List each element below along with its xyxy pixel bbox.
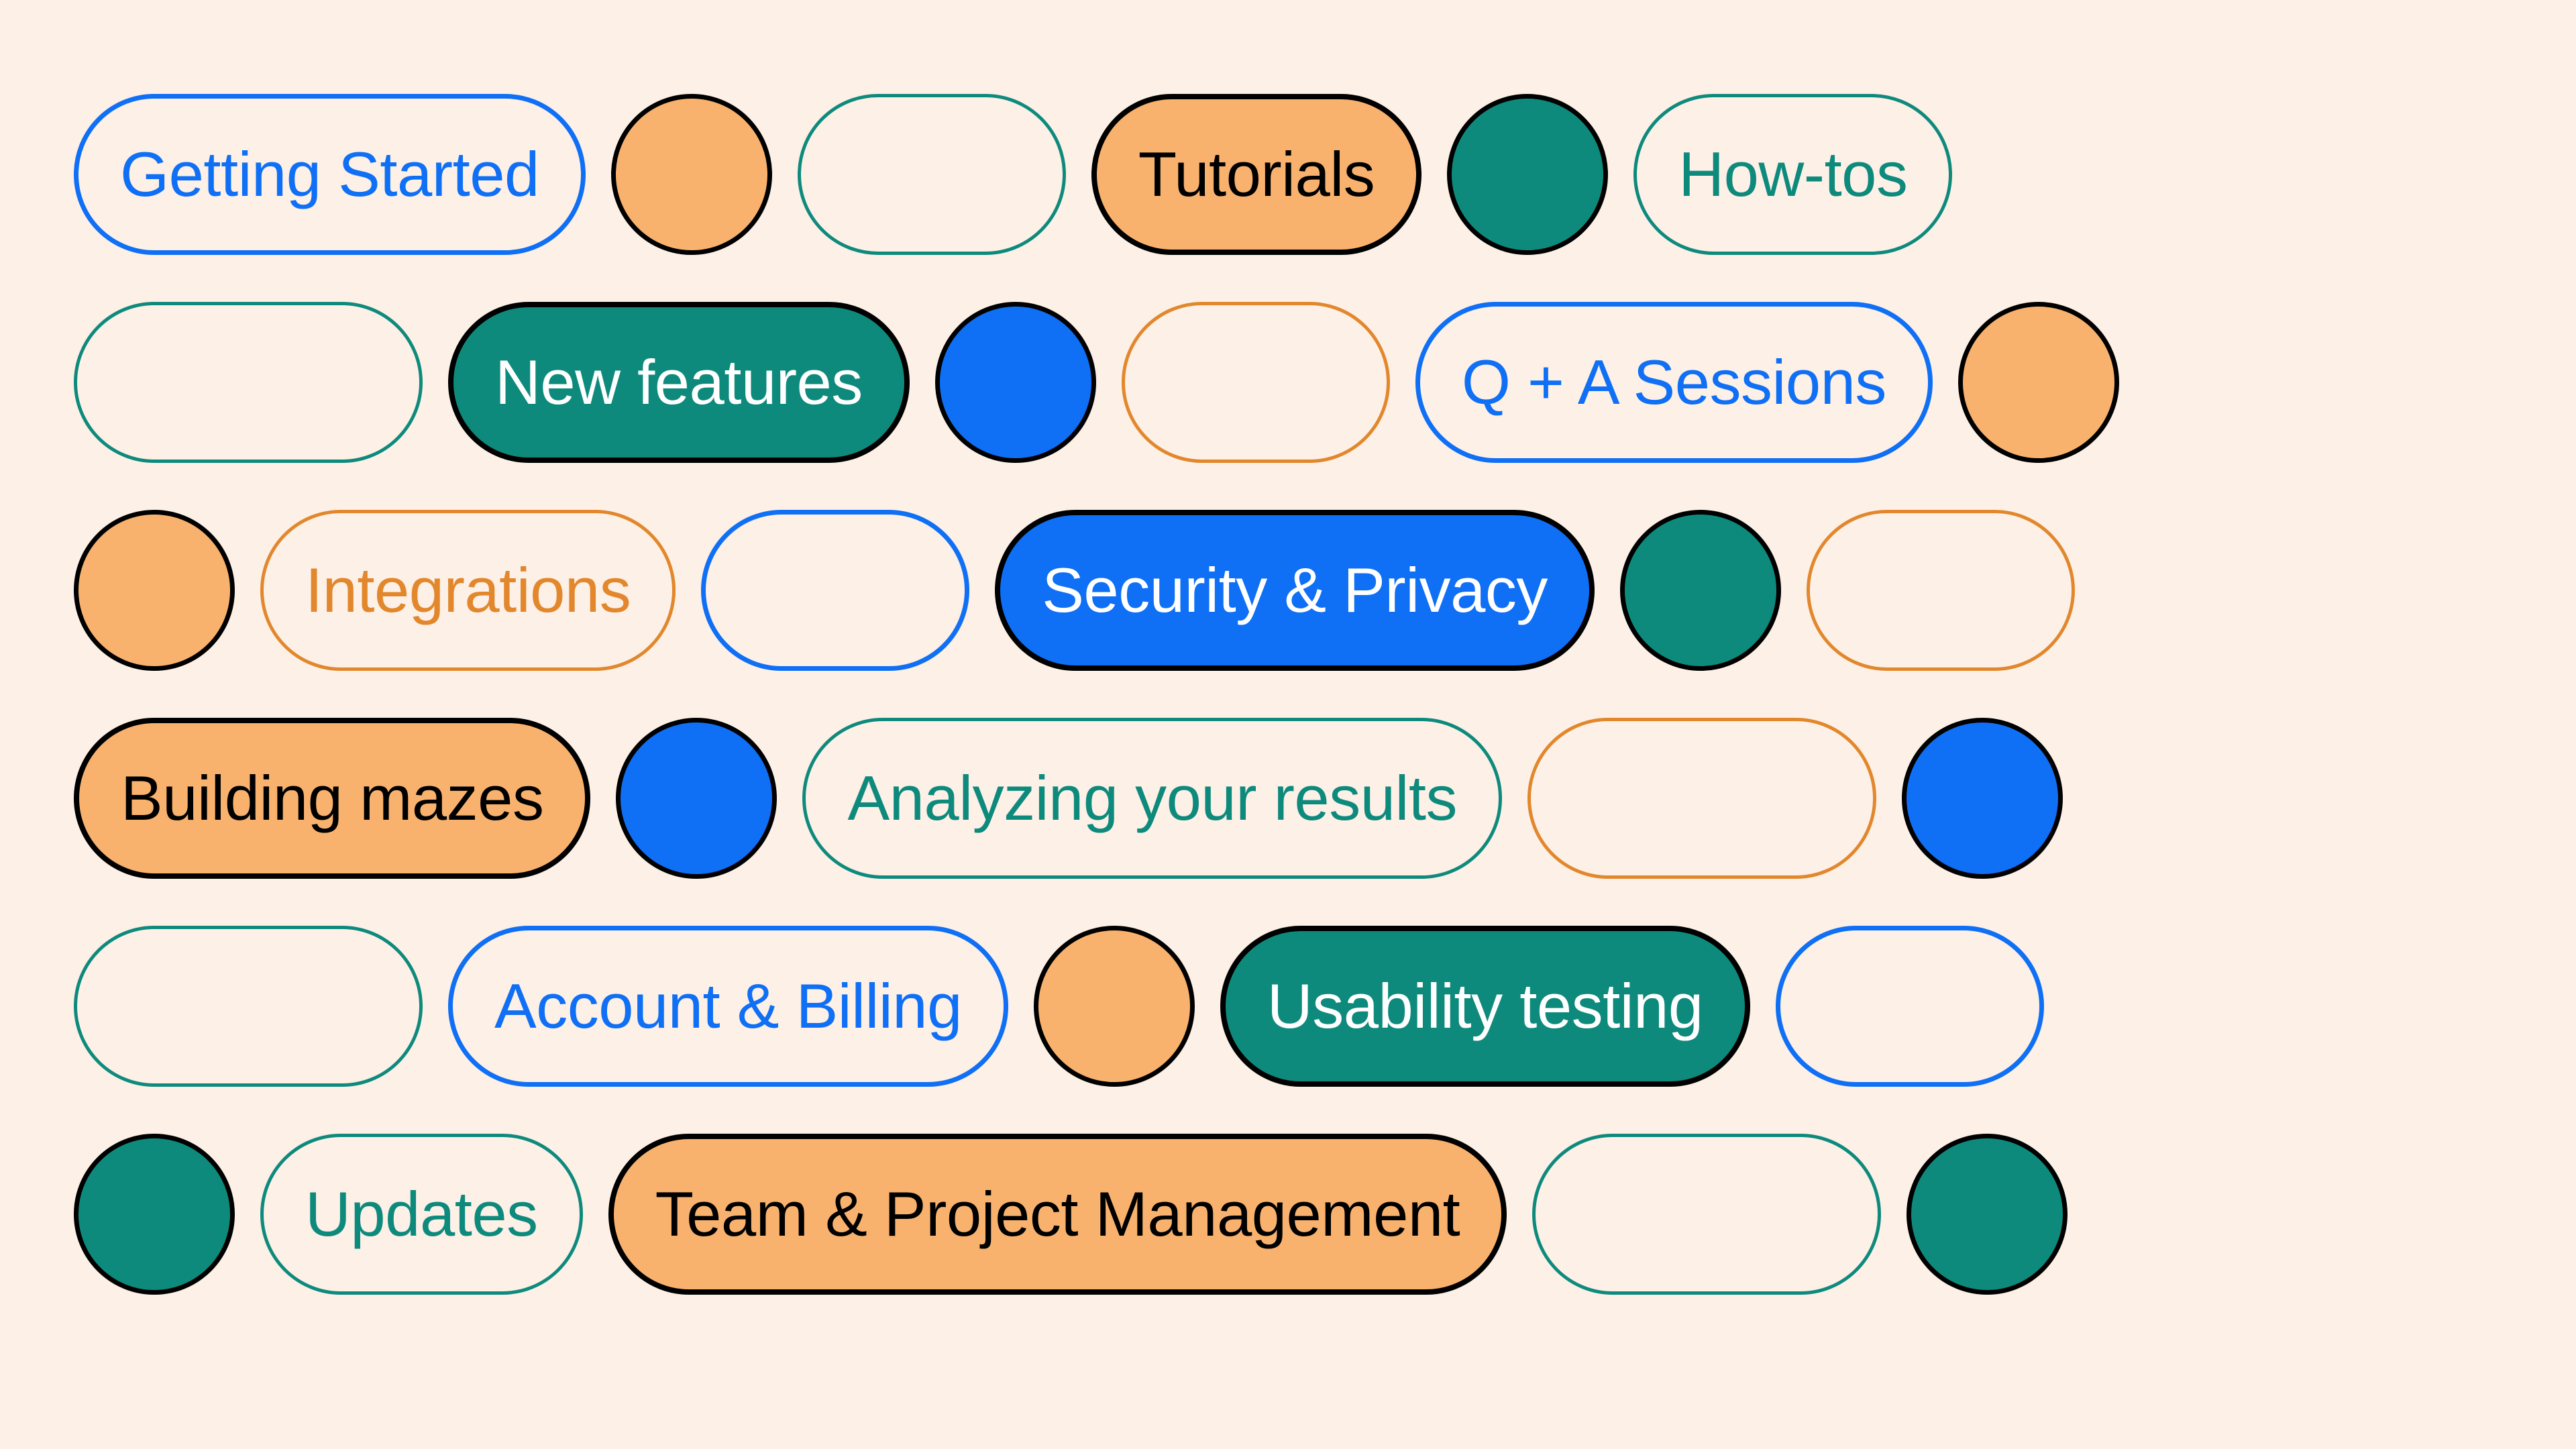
tag-label: How-tos	[1678, 139, 1908, 209]
blank-pill-outline-orange	[1806, 510, 2075, 671]
tag-label: New features	[495, 347, 863, 417]
tag-pill-how-tos[interactable]: How-tos	[1633, 94, 1953, 255]
blank-pill-outline-blue	[1775, 926, 2044, 1087]
blank-pill-outline-orange	[1121, 302, 1390, 463]
tag-label: Usability testing	[1267, 971, 1703, 1041]
tag-pill-updates[interactable]: Updates	[260, 1134, 583, 1295]
decorative-dot-blue	[616, 718, 777, 879]
tag-label: Tutorials	[1138, 139, 1375, 209]
decorative-dot-teal	[1619, 510, 1781, 671]
blank-pill-outline-blue	[701, 510, 970, 671]
blank-pill-outline-orange	[1527, 718, 1876, 879]
blank-pill-outline-teal	[74, 926, 423, 1087]
tag-pill-usability-testing[interactable]: Usability testing	[1220, 926, 1750, 1087]
tag-row-3: Integrations Security & Privacy	[74, 510, 2502, 671]
tag-row-2: New features Q + A Sessions	[74, 302, 2502, 463]
tag-pill-getting-started[interactable]: Getting Started	[74, 94, 586, 255]
tag-row-5: Account & Billing Usability testing	[74, 926, 2502, 1087]
tag-pill-q-plus-a-sessions[interactable]: Q + A Sessions	[1415, 302, 1933, 463]
blank-pill-outline-teal	[74, 302, 423, 463]
tag-label: Team & Project Management	[655, 1179, 1460, 1249]
decorative-dot-teal	[74, 1134, 235, 1295]
decorative-dot-teal	[1907, 1134, 2068, 1295]
tag-pill-account-and-billing[interactable]: Account & Billing	[448, 926, 1008, 1087]
blank-pill-outline-teal	[797, 94, 1066, 255]
tag-label: Security & Privacy	[1042, 555, 1548, 625]
tag-label: Getting Started	[120, 139, 539, 209]
tag-label: Account & Billing	[494, 971, 962, 1041]
decorative-dot-orange	[610, 94, 772, 255]
tag-row-6: Updates Team & Project Management	[74, 1134, 2502, 1295]
decorative-dot-blue	[934, 302, 1096, 463]
tag-pill-team-and-project-management[interactable]: Team & Project Management	[608, 1134, 1507, 1295]
tag-label: Integrations	[305, 555, 631, 625]
tag-label: Analyzing your results	[847, 763, 1457, 833]
blank-pill-outline-teal	[1532, 1134, 1882, 1295]
tag-row-4: Building mazes Analyzing your results	[74, 718, 2502, 879]
tag-pill-building-mazes[interactable]: Building mazes	[74, 718, 591, 879]
tag-pill-new-features[interactable]: New features	[448, 302, 910, 463]
decorative-dot-blue	[1901, 718, 2063, 879]
decorative-dot-teal	[1447, 94, 1609, 255]
tag-pill-integrations[interactable]: Integrations	[260, 510, 676, 671]
tag-pill-security-and-privacy[interactable]: Security & Privacy	[995, 510, 1595, 671]
tag-pill-analyzing-your-results[interactable]: Analyzing your results	[802, 718, 1502, 879]
decorative-dot-orange	[74, 510, 235, 671]
tag-label: Q + A Sessions	[1461, 347, 1887, 417]
tag-label: Updates	[305, 1179, 538, 1249]
tag-pill-tutorials[interactable]: Tutorials	[1091, 94, 1422, 255]
tag-label: Building mazes	[121, 763, 544, 833]
decorative-dot-orange	[1033, 926, 1195, 1087]
tag-row-1: Getting Started Tutorials How-tos	[74, 94, 2502, 255]
decorative-dot-orange	[1957, 302, 2119, 463]
